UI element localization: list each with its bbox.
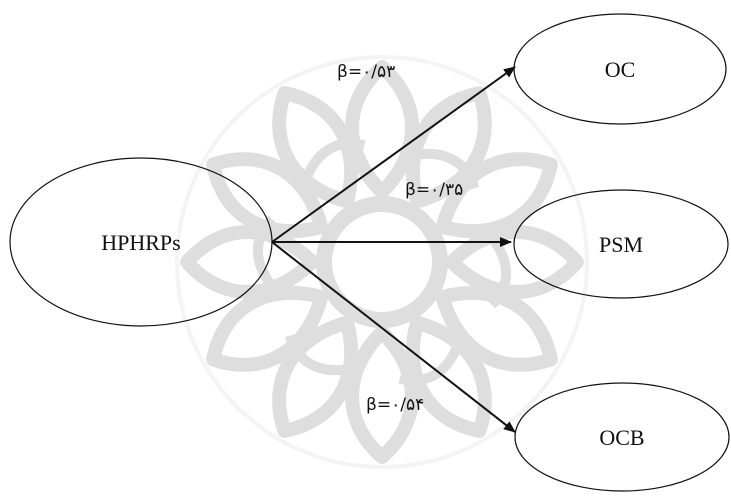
node-psm-label: PSM — [599, 232, 643, 257]
node-hphrps-shape — [9, 157, 273, 327]
node-ocb-label: OCB — [599, 425, 644, 450]
node-oc-shape — [513, 13, 727, 125]
watermark-emblem — [175, 55, 589, 469]
node-psm: PSM — [513, 189, 729, 299]
node-oc: OC — [513, 13, 727, 125]
node-ocb-shape — [514, 382, 730, 492]
node-hphrps: HPHRPs — [9, 157, 273, 327]
coefficient-ocb: β=۰/۵۴ — [366, 395, 424, 415]
arrow-hphrps-to-oc — [271, 66, 516, 243]
node-hphrps-label: HPHRPs — [101, 230, 180, 255]
coefficient-psm: β=۰/۳۵ — [405, 180, 463, 200]
arrow-hphrps-to-ocb — [271, 241, 516, 433]
node-oc-label: OC — [605, 57, 636, 82]
node-ocb: OCB — [514, 382, 730, 492]
coefficient-oc: β=۰/۵۳ — [337, 62, 395, 82]
node-psm-shape — [513, 189, 729, 299]
